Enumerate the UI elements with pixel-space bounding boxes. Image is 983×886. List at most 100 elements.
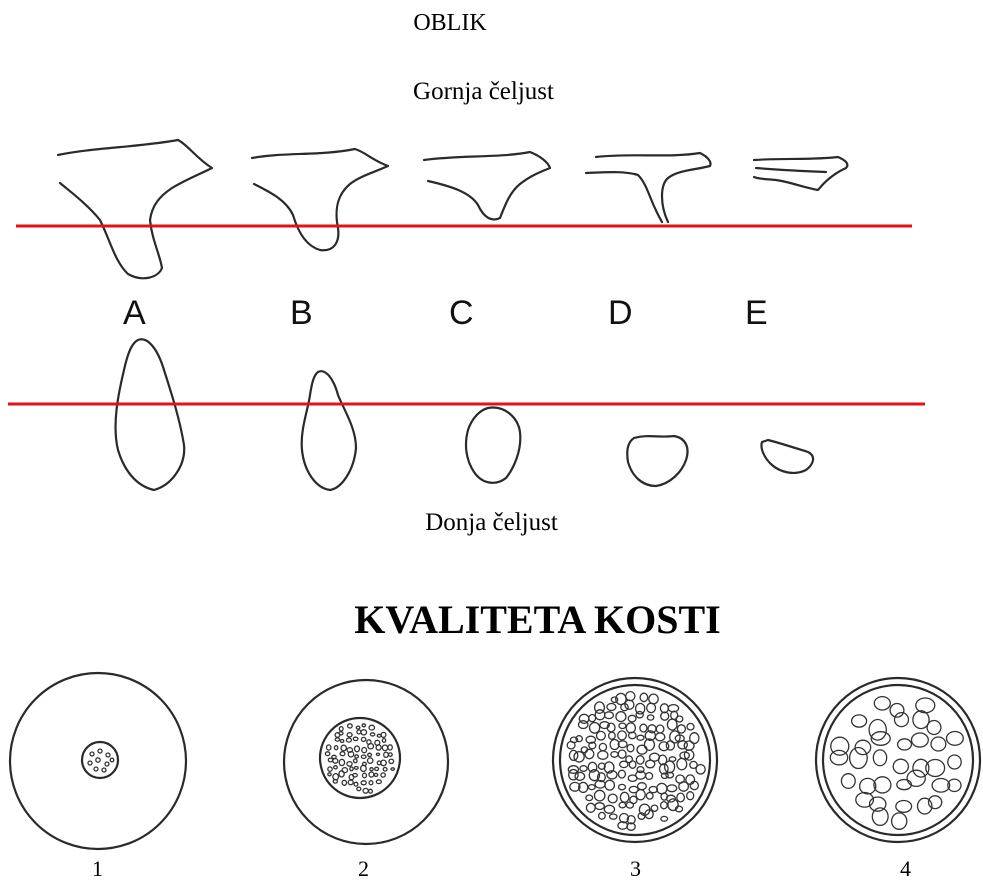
trabecula <box>568 749 579 762</box>
trabecula <box>352 758 358 764</box>
inner-cancellous-1 <box>80 740 120 780</box>
trabecula <box>603 761 615 774</box>
bone-quality-title: KVALITETA KOSTI <box>354 597 721 642</box>
trabecula <box>639 692 649 703</box>
trabecula <box>930 736 947 752</box>
trabecula <box>617 740 628 749</box>
trabecula <box>648 785 659 794</box>
trabecula <box>593 789 606 802</box>
trabecula <box>339 738 345 744</box>
trabecula <box>349 766 354 772</box>
trabecula <box>873 776 892 794</box>
trabecula <box>665 771 675 779</box>
trabecula <box>352 736 359 742</box>
trabecula <box>353 781 359 787</box>
trabecula <box>607 793 618 804</box>
trabecular-pattern-1 <box>87 748 115 773</box>
inner-cancellous-2 <box>318 716 402 800</box>
upper-jaw-shapes <box>56 138 849 280</box>
trabecula <box>575 735 583 743</box>
trabecula <box>648 693 659 705</box>
upper-shape-a <box>56 138 214 280</box>
trabecula <box>892 758 910 775</box>
trabecula <box>375 752 381 757</box>
trabecula <box>683 749 695 761</box>
outer-cortex-4 <box>814 676 982 844</box>
trabecula <box>353 745 361 753</box>
trabecula <box>910 732 929 748</box>
trabecula <box>873 695 891 711</box>
trabecula <box>327 772 332 777</box>
trabecular-pattern-3 <box>566 690 706 831</box>
trabecula <box>639 723 648 733</box>
trabecula <box>366 757 374 764</box>
trabecula <box>890 812 908 830</box>
trabecula <box>658 763 669 775</box>
trabecula <box>567 765 580 774</box>
trabecula <box>347 750 355 758</box>
trabecula <box>906 769 926 788</box>
class-label-c: C <box>449 294 474 332</box>
trabecula <box>566 740 576 750</box>
trabecula <box>585 794 594 802</box>
trabecula <box>615 711 627 723</box>
trabecula <box>617 769 627 779</box>
trabecula <box>931 777 951 793</box>
trabecula <box>870 731 891 746</box>
trabecula <box>334 737 341 742</box>
trabecula <box>383 751 389 759</box>
trabecula <box>628 760 637 769</box>
trabecula <box>610 750 619 758</box>
trabecula <box>375 744 382 751</box>
trabecula <box>604 779 616 791</box>
trabecula <box>325 744 332 751</box>
trabecula <box>674 805 684 813</box>
trabecula <box>597 762 606 770</box>
trabecula <box>686 722 695 731</box>
trabecula <box>380 759 387 767</box>
lower-jaw-shapes <box>114 338 815 492</box>
trabecula <box>666 784 678 793</box>
trabecula <box>677 740 688 750</box>
trabecula <box>625 801 635 809</box>
trabecula <box>896 778 913 791</box>
trabecula <box>609 738 620 751</box>
trabecula <box>361 772 368 779</box>
trabecula <box>854 739 872 756</box>
trabecula <box>607 731 616 740</box>
trabecula <box>599 721 610 730</box>
trabecula <box>332 757 339 764</box>
trabecula <box>368 780 374 786</box>
trabecula <box>947 778 962 793</box>
upper-jaw-label: Gornja čeljust <box>413 78 554 105</box>
trabecula <box>598 742 608 752</box>
trabecula <box>596 772 606 783</box>
trabecula <box>624 699 635 710</box>
trabecula <box>619 760 629 769</box>
trabecula <box>678 781 690 792</box>
trabecula <box>346 732 353 738</box>
trabecula <box>829 749 849 766</box>
trabecular-pattern-4 <box>829 695 964 830</box>
trabecula <box>850 714 868 728</box>
trabecula <box>346 723 353 729</box>
trabecula <box>643 738 656 751</box>
trabecula <box>585 802 596 813</box>
class-label-e: E <box>745 294 768 332</box>
trabecula <box>352 772 358 778</box>
trabecula <box>606 770 618 780</box>
trabecula <box>381 737 387 743</box>
trabecula <box>889 702 905 718</box>
trabecula <box>627 714 637 723</box>
trabecula <box>595 730 606 741</box>
trabecula <box>618 812 630 824</box>
trabecula <box>369 767 374 772</box>
trabecula <box>868 718 887 741</box>
trabecula <box>926 719 942 736</box>
upper-shape-d <box>584 151 712 224</box>
trabecula <box>360 736 367 743</box>
trabecula <box>667 798 679 812</box>
trabecula <box>345 737 353 743</box>
trabecula <box>626 743 635 753</box>
trabecula <box>656 782 668 795</box>
